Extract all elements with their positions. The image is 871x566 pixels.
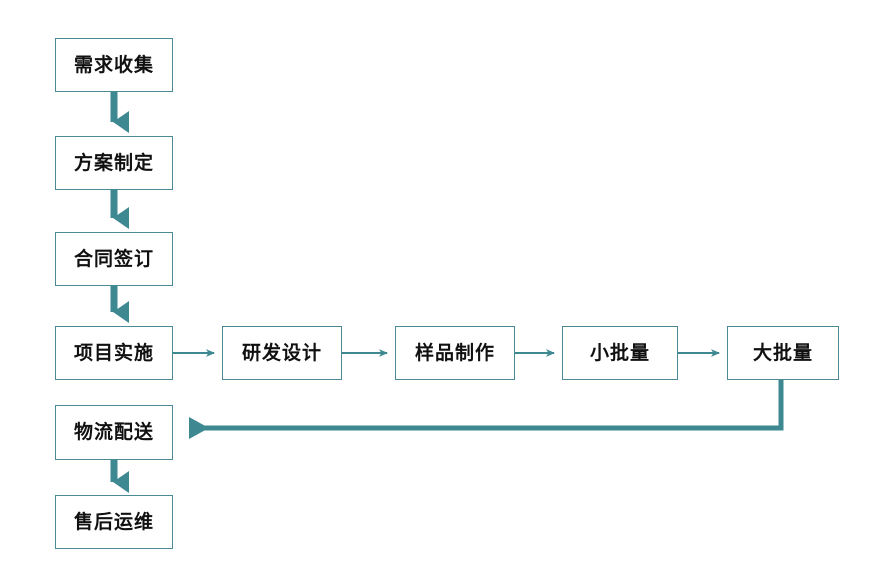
node-label: 物流配送	[73, 421, 154, 443]
edge-large-batch-to-logistics	[189, 380, 784, 439]
node-small-batch[interactable]: 小批量	[562, 326, 678, 380]
node-rnd-design[interactable]: 研发设计	[222, 326, 342, 380]
node-label: 售后运维	[73, 510, 154, 533]
node-implementation[interactable]: 项目实施	[55, 326, 173, 380]
node-label: 大批量	[752, 341, 813, 364]
node-contract[interactable]: 合同签订	[55, 232, 173, 286]
node-requirements[interactable]: 需求收集	[55, 38, 173, 92]
node-aftersales[interactable]: 售后运维	[55, 495, 173, 549]
node-logistics[interactable]: 物流配送	[55, 405, 173, 460]
node-planning[interactable]: 方案制定	[55, 136, 173, 190]
node-label: 研发设计	[241, 341, 322, 364]
node-label: 小批量	[589, 341, 650, 364]
node-label: 方案制定	[73, 151, 154, 174]
node-label: 合同签订	[73, 247, 154, 270]
node-sample[interactable]: 样品制作	[395, 326, 515, 380]
node-label: 样品制作	[414, 341, 495, 364]
node-large-batch[interactable]: 大批量	[727, 326, 839, 380]
node-label: 项目实施	[73, 341, 154, 364]
node-label: 需求收集	[73, 53, 154, 76]
